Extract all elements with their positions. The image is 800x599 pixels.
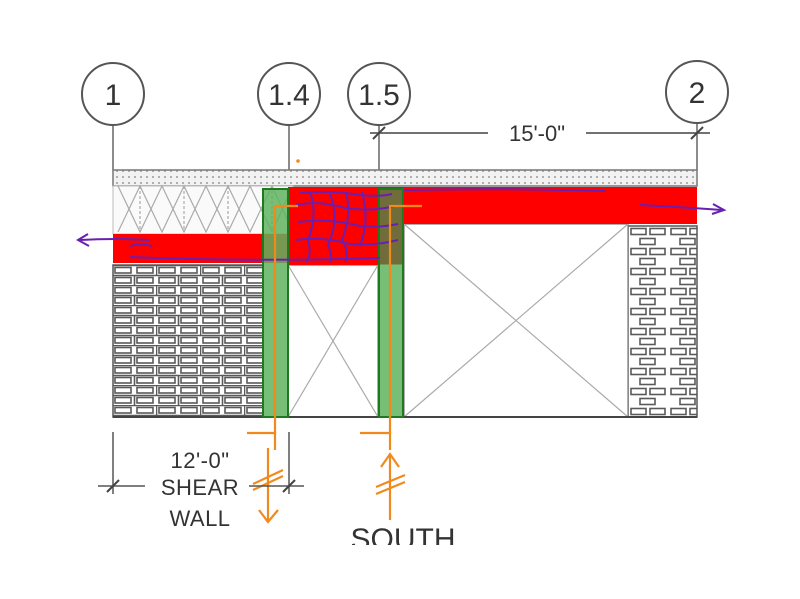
markup-dot — [296, 159, 300, 163]
grid-bubble — [347, 62, 411, 126]
grid-line-2: 2 — [665, 60, 729, 170]
bottom-dimension: 12'-0" SHEAR WALL — [98, 432, 304, 531]
grid-label-2: 2 — [689, 77, 706, 110]
opening-center — [287, 264, 379, 418]
section-callout-left — [247, 204, 298, 524]
grid-bubble — [81, 62, 145, 126]
wall-label: WALL — [169, 506, 230, 531]
south-label: SOUTH — [351, 523, 456, 556]
beam-highlight-upper — [288, 187, 697, 224]
top-dimension: 15'-0" — [370, 120, 710, 146]
masonry-wall-left — [112, 264, 264, 418]
bottom-dimension-text: 12'-0" — [170, 448, 229, 473]
shear-label: SHEAR — [161, 475, 239, 500]
opening-right — [403, 223, 629, 418]
grid-line-1-5: 1.5 — [347, 62, 411, 170]
masonry-wall-right — [627, 225, 698, 418]
grid-line-1-4: 1.4 — [257, 62, 321, 170]
grid-label-1: 1 — [105, 79, 122, 112]
grid-bubble — [665, 60, 729, 124]
load-markup — [75, 188, 727, 263]
section-callout-right — [360, 204, 422, 520]
grid-bubble — [257, 62, 321, 126]
top-dimension-text: 15'-0" — [509, 121, 565, 146]
south-caption-clip: SOUTH — [351, 523, 456, 556]
grid-label-1-5: 1.5 — [358, 79, 400, 112]
grid-label-1-4: 1.4 — [268, 79, 310, 112]
grid-line-1: 1 — [81, 62, 145, 170]
